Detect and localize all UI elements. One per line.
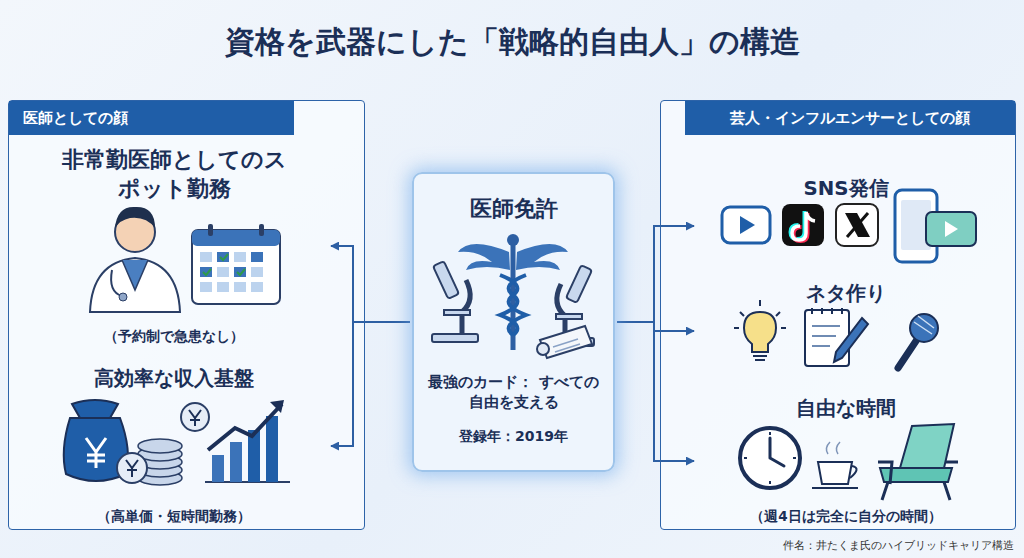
panel-header: 芸人・インフルエンサーとしての顔 xyxy=(685,101,1015,135)
connector-arrow xyxy=(617,322,694,461)
group-heading: 高効率な収入基盤 xyxy=(19,366,329,392)
connector-arrow xyxy=(331,322,410,446)
license-card: 医師免許最強のカード： すべての自由を支える登録年：2019年 xyxy=(412,172,615,472)
group-note: （週4日は完全に自分の時間） xyxy=(696,508,996,526)
diagram-title: 資格を武器にした「戦略的自由人」の構造 xyxy=(0,22,1024,63)
connector-arrow xyxy=(331,246,410,322)
caption: 件名：井たくま氏のハイブリッドキャリア構造 xyxy=(783,538,1014,553)
connector-arrow xyxy=(617,322,694,331)
group-heading: SNS発信 xyxy=(696,176,996,202)
connector-arrow xyxy=(617,226,694,322)
panel-header: 医師としての顔 xyxy=(9,101,294,135)
role-group: SNS発信 xyxy=(696,176,996,276)
card-note: 最強のカード： すべての自由を支える xyxy=(424,372,603,413)
role-group: 自由な時間 （週4日は完全に自分の時間） xyxy=(696,396,996,526)
group-heading: 自由な時間 xyxy=(696,396,996,422)
group-note: （予約制で急患なし） xyxy=(19,328,329,346)
card-note: 登録年：2019年 xyxy=(424,428,603,446)
role-group: 高効率な収入基盤 （高単価・短時間勤務） xyxy=(19,366,329,526)
side-panel: 芸人・インフルエンサーとしての顔 SNS発信ネタ作り自由な時間 （週4日は完全に自分… xyxy=(660,100,1016,530)
role-group: ネタ作り xyxy=(696,281,996,381)
role-group: 非常勤医師としてのスポット勤務 （予約制で急患なし） xyxy=(19,146,329,346)
side-panel: 医師としての顔非常勤医師としてのスポット勤務 （予約制で急患なし） 高効率な収入基盤… xyxy=(8,100,365,530)
card-title: 医師免許 xyxy=(424,194,603,224)
group-note: （高単価・短時間勤務） xyxy=(19,508,329,526)
group-heading: 非常勤医師としてのスポット勤務 xyxy=(59,146,289,203)
group-heading: ネタ作り xyxy=(696,281,996,307)
